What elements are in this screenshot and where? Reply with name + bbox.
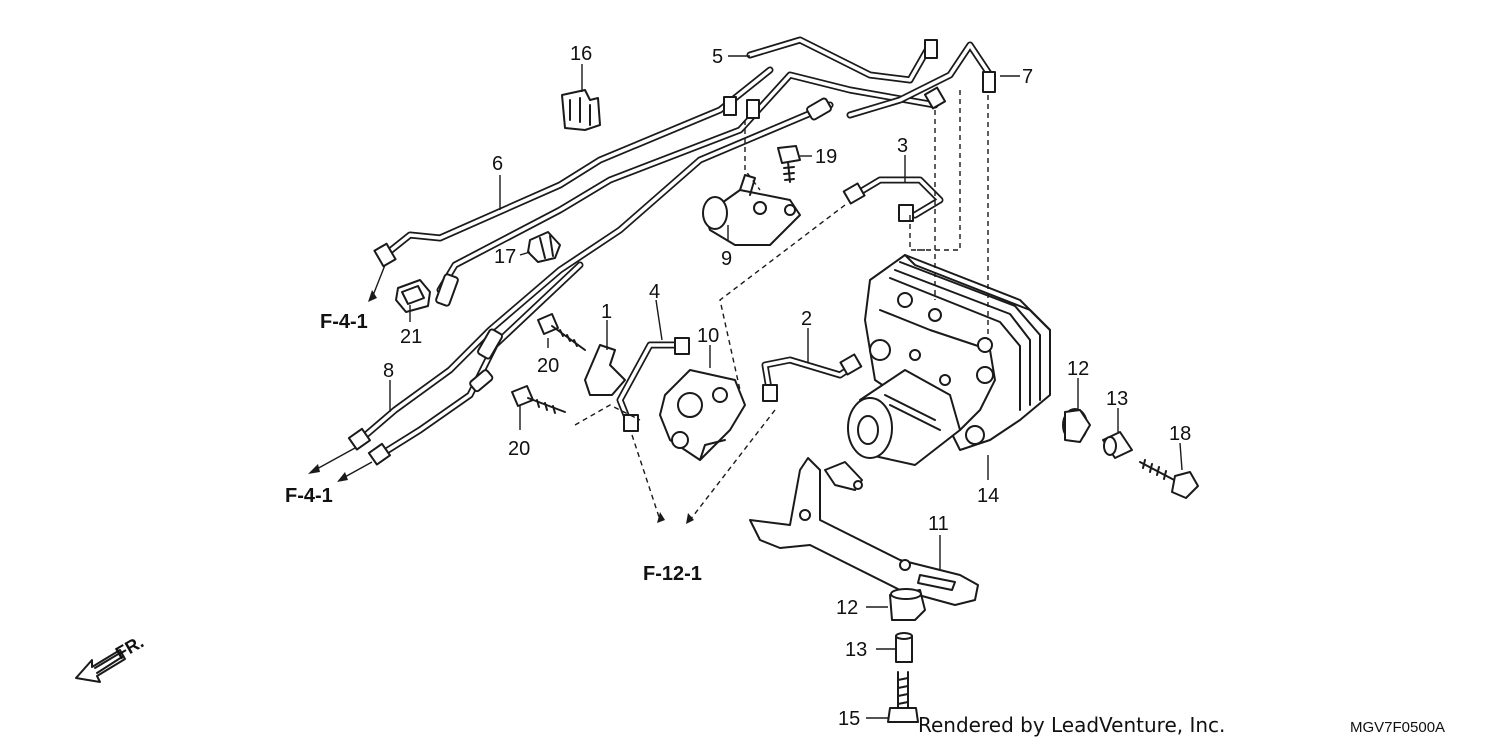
leader-lines	[308, 55, 1183, 719]
callout-21[interactable]: 21	[400, 326, 422, 348]
collar-13-right	[1102, 431, 1133, 459]
bolt-20-upper	[537, 313, 586, 351]
callout-2[interactable]: 2	[801, 308, 812, 330]
callout-19[interactable]: 19	[815, 146, 837, 168]
callout-8[interactable]: 8	[383, 360, 394, 382]
reference-f-4-1-upper[interactable]: F-4-1	[320, 311, 368, 333]
bolt-19	[777, 145, 801, 183]
callout-20-lower[interactable]: 20	[508, 438, 530, 460]
bolt-18	[1139, 459, 1199, 499]
reference-f-4-1-lower[interactable]: F-4-1	[285, 485, 333, 507]
callout-13-bottom[interactable]: 13	[845, 639, 867, 661]
callout-18[interactable]: 18	[1169, 423, 1191, 445]
pipe-clamp-17	[527, 231, 561, 263]
callout-3[interactable]: 3	[897, 135, 908, 157]
grommet-21	[395, 279, 431, 313]
front-direction-arrow	[75, 649, 126, 683]
render-credit: Rendered by LeadVenture, Inc.	[918, 713, 1225, 737]
callout-14[interactable]: 14	[977, 485, 999, 507]
pipe-fittings	[347, 39, 996, 466]
callout-16[interactable]: 16	[570, 43, 592, 65]
callout-20-upper[interactable]: 20	[537, 355, 559, 377]
callout-11[interactable]: 11	[928, 513, 949, 535]
callout-13-right[interactable]: 13	[1106, 388, 1128, 410]
abs-modulator-14	[847, 254, 1051, 466]
callout-10[interactable]: 10	[697, 325, 719, 347]
section-references: F-4-1 F-4-1 F-12-1	[285, 311, 702, 585]
three-way-joint-9	[702, 174, 801, 246]
callout-12-bottom[interactable]: 12	[836, 597, 858, 619]
callout-7[interactable]: 7	[1022, 66, 1033, 88]
callout-1[interactable]: 1	[601, 301, 612, 323]
bracket-1	[584, 344, 626, 396]
callout-numbers: 16 5 7 6 3 19 9 17 21 1 4 10 20 20 8 2 1…	[383, 43, 1191, 730]
callout-5[interactable]: 5	[712, 46, 723, 68]
collar-13-bottom	[895, 632, 913, 663]
callout-9[interactable]: 9	[721, 248, 732, 270]
reference-f-12-1[interactable]: F-12-1	[643, 563, 702, 585]
grommet-12-right	[1062, 408, 1091, 443]
callout-15[interactable]: 15	[838, 708, 860, 730]
diagram-code: MGV7F0500A	[1350, 719, 1445, 736]
three-way-joint-10	[659, 369, 746, 461]
grommet-12-bottom	[889, 588, 926, 621]
callout-12-right[interactable]: 12	[1067, 358, 1089, 380]
bolt-15	[887, 671, 919, 723]
callout-4[interactable]: 4	[649, 281, 660, 303]
callout-17[interactable]: 17	[494, 246, 516, 268]
modulator-bracket-11	[749, 457, 979, 606]
callout-6[interactable]: 6	[492, 153, 503, 175]
pipe-clamp-16	[561, 89, 601, 131]
bolt-20-lower	[511, 385, 566, 414]
